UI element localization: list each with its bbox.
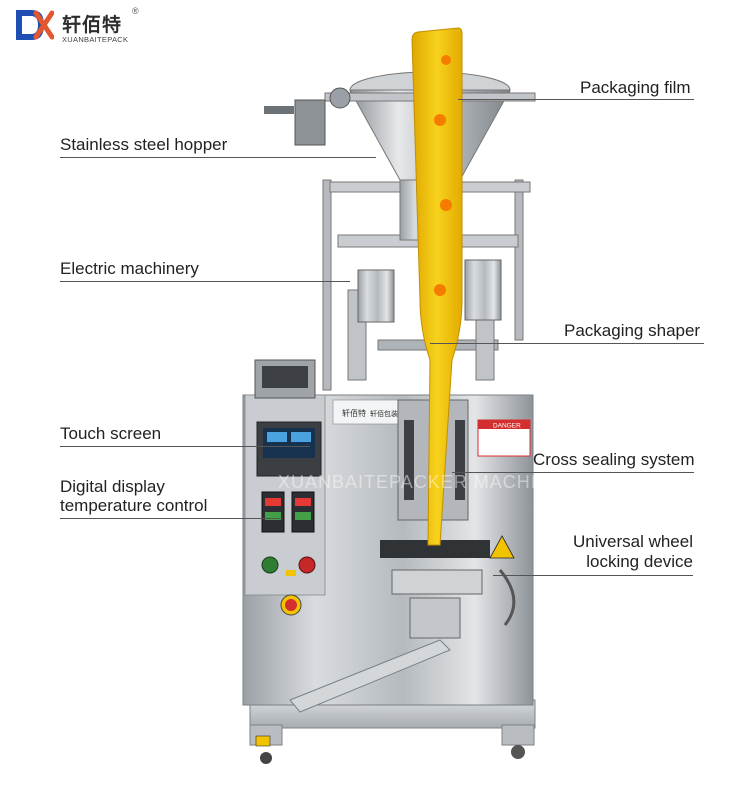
leader-shaper <box>430 343 704 344</box>
leader-packaging-film <box>458 99 694 100</box>
top-electrical-box <box>254 359 316 399</box>
cabinet-nameplate: 轩佰特 轩佰包装机械 <box>332 399 412 425</box>
label-digital-display-line2: temperature control <box>60 496 208 515</box>
leader-hopper <box>60 157 376 158</box>
leader-digital <box>60 518 282 519</box>
watermark-text: XUANBAITEPACKER MACHINERY <box>278 472 590 492</box>
label-universal-wheel-line2: locking device <box>586 552 693 571</box>
label-stainless-steel-hopper: Stainless steel hopper <box>60 135 228 154</box>
brand-name-cn: 轩佰特 <box>62 14 123 36</box>
danger-sticker: DANGER <box>477 419 531 457</box>
label-packaging-film: Packaging film <box>580 78 691 97</box>
leader-wheel <box>493 575 693 576</box>
machine-base <box>249 699 536 764</box>
label-touch-screen: Touch screen <box>60 424 162 443</box>
nameplate-brand: 轩佰特 <box>342 408 366 418</box>
leader-electric <box>60 281 350 282</box>
logo-mark-icon <box>16 10 54 40</box>
brand-name-en: XUANBAITEPACK <box>62 35 129 44</box>
label-universal-wheel-line1: Universal wheel <box>573 532 693 551</box>
label-digital-display-line1: Digital display <box>60 477 165 496</box>
label-cross-sealing-system: Cross sealing system <box>533 450 695 469</box>
sealing-jaws <box>380 535 516 639</box>
label-electric-machinery: Electric machinery <box>60 259 199 278</box>
control-panel <box>256 421 322 616</box>
label-packaging-shaper: Packaging shaper <box>564 321 701 340</box>
danger-text: DANGER <box>493 423 521 430</box>
registered-mark: ® <box>132 6 139 16</box>
nameplate-title: 轩佰包装机械 <box>370 409 412 418</box>
packaging-film-strip <box>411 27 463 546</box>
brand-logo: 轩佰特 ® XUANBAITEPACK <box>14 6 174 48</box>
leader-touch <box>60 446 310 447</box>
leader-cross-seal <box>452 472 694 473</box>
